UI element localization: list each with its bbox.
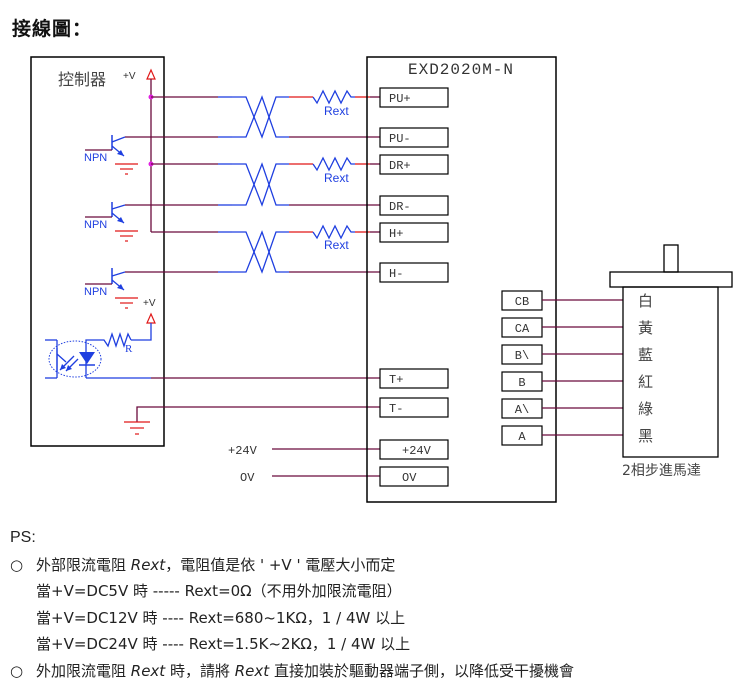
motor-terminal-2: CA (501, 317, 623, 338)
notes-section: PS: ○外部限流電阻 Rext，電阻值是依 ' +V ' 電壓大小而定 當+V… (10, 525, 574, 684)
note-sub-item: 當+V=DC5V 時 ----- Rext=0Ω（不用外加限流電阻） (36, 582, 402, 600)
npn-transistor-1 (85, 135, 126, 157)
terminal-label: OV (402, 471, 417, 485)
motor-terminal-6: A (501, 425, 623, 446)
bullet-icon: ○ (10, 555, 24, 574)
npn-transistor-2 (85, 202, 126, 224)
terminal-label: H- (389, 267, 403, 281)
note-sub-item: 當+V=DC24V 時 ---- Rext=1.5K~2KΩ，1 / 4W 以上 (36, 635, 411, 653)
motor-terminal-5: A\ (501, 398, 623, 419)
terminal-label: DR+ (389, 159, 411, 173)
motor-terminal-1: CB (501, 290, 623, 311)
twisted-pair (232, 95, 289, 139)
rext-resistor (312, 156, 355, 172)
bullet-icon: ○ (10, 661, 24, 680)
terminal-label: T- (389, 402, 403, 416)
terminal-label: CB (515, 295, 529, 309)
wire-color-label: 白 (638, 292, 653, 310)
ground-icon (115, 163, 138, 175)
ground-icon (115, 230, 138, 242)
motor-terminal-3: B\ (501, 344, 623, 365)
npn-label: NPN (84, 286, 107, 298)
controller-label: 控制器 (58, 70, 106, 89)
wire-color-label: 黑 (638, 427, 653, 445)
wiring-diagram: 控制器 +V (30, 56, 733, 503)
vplus-arrow-icon-2 (146, 312, 156, 324)
terminal-label: B (518, 376, 525, 390)
vplus-label-2: +V (143, 298, 156, 309)
terminal-label: PU+ (389, 92, 411, 106)
motor-caption: 2相步進馬達 (622, 463, 701, 479)
npn-transistor-3 (85, 268, 126, 291)
npn-label: NPN (84, 219, 107, 231)
r-label: R (125, 343, 133, 355)
driver-terminal-dr-: DR+ (379, 154, 449, 175)
driver-terminal-pu-: PU- (379, 127, 449, 148)
terminal-label: B\ (515, 349, 529, 363)
wire-color-label: 黃 (638, 319, 653, 337)
r-resistor (85, 331, 132, 378)
driver-terminal-h-: H+ (379, 222, 449, 243)
driver-model: EXD2020M-N (408, 61, 514, 79)
terminal-label: +24V (402, 444, 432, 458)
wire-color-label: 藍 (638, 346, 653, 364)
driver-terminal-ov: OV (379, 466, 449, 487)
power-24v-label: +24V (228, 444, 258, 458)
optocoupler-icon (45, 339, 102, 379)
motor-terminal-4: B (501, 371, 623, 392)
rext-label: Rext (324, 171, 349, 185)
controller-box (30, 56, 165, 447)
terminal-label: PU- (389, 132, 411, 146)
twisted-pair (232, 162, 289, 207)
power-ov-label: OV (240, 471, 255, 485)
rext-resistor (312, 89, 355, 105)
note-sub-item: 當+V=DC12V 時 ---- Rext=680~1KΩ，1 / 4W 以上 (36, 608, 406, 627)
rext-resistor (312, 224, 355, 240)
terminal-label: T+ (389, 373, 403, 387)
terminal-label: A\ (515, 403, 529, 417)
driver-box (366, 56, 557, 503)
npn-label: NPN (84, 152, 107, 164)
rext-label: Rext (324, 238, 349, 252)
driver-terminal-t-: T- (379, 397, 449, 418)
rext-label: Rext (324, 104, 349, 118)
note-item: ○外部限流電阻 Rext，電阻值是依 ' +V ' 電壓大小而定 (10, 552, 574, 579)
vplus-arrow-icon (146, 68, 156, 80)
terminal-label: CA (515, 322, 530, 336)
terminal-label: A (518, 430, 526, 444)
motor-icon (609, 244, 733, 458)
note-item: ○外加限流電阻 Rext 時，請將 Rext 直接加裝於驅動器端子側，以降低受干… (10, 658, 574, 685)
notes-ps-label: PS: (10, 529, 36, 546)
terminal-label: DR- (389, 200, 411, 214)
page-title: 接線圖： (12, 18, 93, 40)
terminal-label: H+ (389, 227, 403, 241)
driver-terminal--24v: +24V (379, 439, 449, 460)
driver-terminal-dr-: DR- (379, 195, 449, 216)
driver-terminal-t-: T+ (379, 368, 449, 389)
twisted-pair (232, 230, 289, 274)
ground-icon (115, 297, 138, 309)
driver-terminal-pu-: PU+ (379, 87, 449, 108)
driver-terminal-h-: H- (379, 262, 449, 283)
ground-icon (124, 421, 150, 435)
wire-color-label: 紅 (638, 373, 653, 391)
wire-color-label: 綠 (638, 400, 653, 418)
controller-vplus-label: +V (123, 71, 136, 82)
